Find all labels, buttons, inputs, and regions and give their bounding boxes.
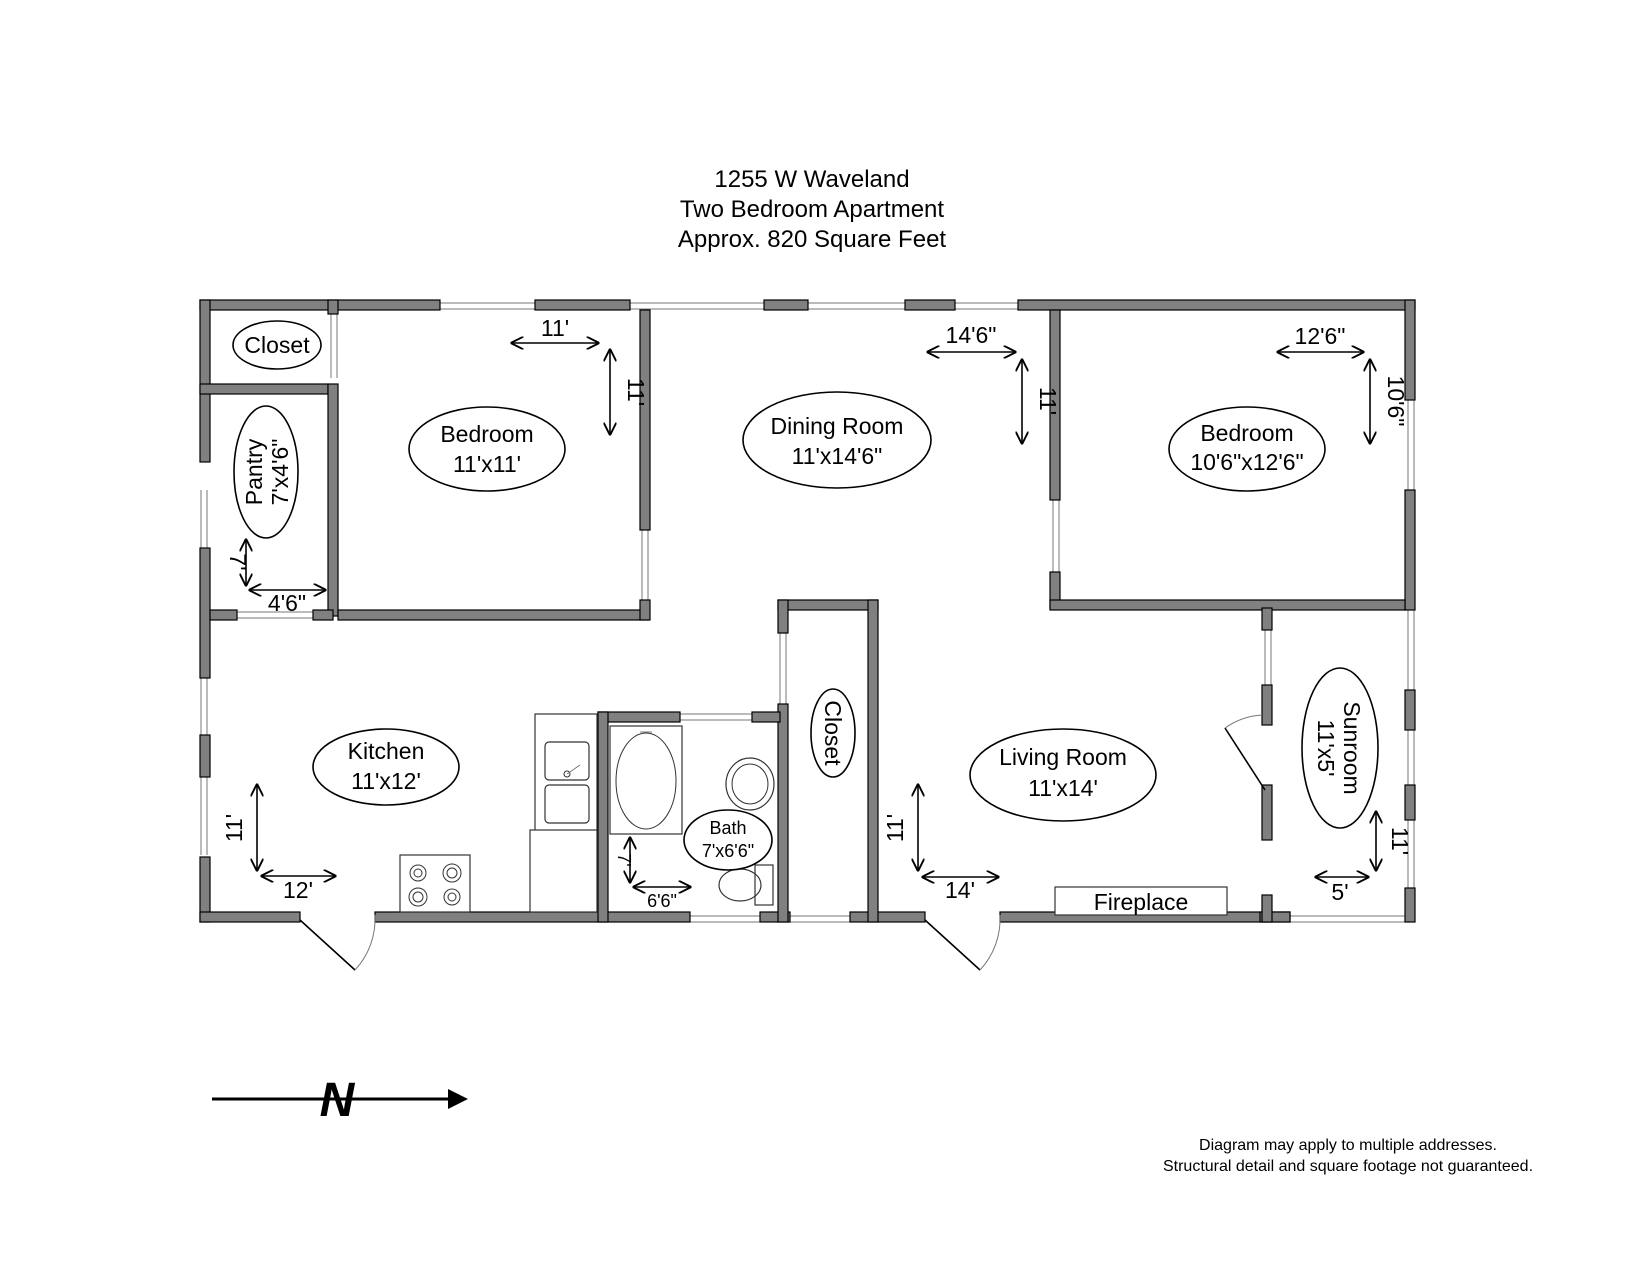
front-door bbox=[299, 914, 376, 971]
plan-header: 1255 W Waveland Two Bedroom Apartment Ap… bbox=[678, 166, 947, 253]
dimension-bedroom-2-height: 10'6" bbox=[1370, 360, 1409, 443]
bedroom-1-label: Bedroom bbox=[440, 421, 533, 447]
dimension-kitchen-width: 12' bbox=[262, 876, 335, 903]
bedroom-1-width-label: 11' bbox=[541, 315, 569, 341]
room-bath: Bath 7'x6'6" bbox=[683, 809, 773, 871]
bedroom-2-label: Bedroom bbox=[1200, 420, 1293, 446]
sink-icon bbox=[725, 757, 775, 811]
bedroom-2-width-label: 12'6" bbox=[1295, 323, 1346, 349]
bath-size: 7'x6'6" bbox=[702, 841, 754, 861]
sunroom-height-label: 11' bbox=[1387, 827, 1413, 855]
walls bbox=[199, 299, 1416, 923]
apartment-type: Two Bedroom Apartment bbox=[680, 196, 944, 223]
room-dining: Dining Room 11'x14'6" bbox=[742, 391, 932, 489]
room-sunroom: Sunroom 11'x5' bbox=[1301, 667, 1379, 829]
dimension-sunroom-height: 11' bbox=[1376, 812, 1413, 870]
sunroom-size: 11'x5' bbox=[1313, 720, 1339, 777]
kitchen-label: Kitchen bbox=[348, 738, 425, 764]
dining-size: 11'x14'6" bbox=[792, 443, 883, 469]
dining-label: Dining Room bbox=[771, 413, 904, 439]
disclaimer: Diagram may apply to multiple addresses.… bbox=[1163, 1137, 1533, 1175]
dimension-bath-width: 6'6" bbox=[634, 887, 690, 911]
kitchen-counter bbox=[529, 713, 598, 913]
kitchen-size: 11'x12' bbox=[351, 768, 421, 794]
dimension-living-height: 11' bbox=[882, 785, 918, 870]
living-room-door bbox=[924, 914, 1001, 971]
room-living: Living Room 11'x14' bbox=[969, 728, 1157, 822]
bedroom-1-size: 11'x11' bbox=[453, 451, 521, 477]
toilet-icon bbox=[718, 864, 774, 906]
north-label: N bbox=[320, 1074, 356, 1127]
kitchen-width-label: 12' bbox=[283, 877, 313, 903]
dimension-dining-height: 11' bbox=[1022, 360, 1061, 443]
living-width-label: 14' bbox=[945, 877, 975, 903]
pantry-height-label: 7' bbox=[225, 553, 251, 570]
dining-width-label: 14'6" bbox=[946, 322, 997, 348]
dimension-pantry-height: 7' bbox=[225, 540, 251, 585]
dimension-sunroom-width: 5' bbox=[1316, 877, 1368, 905]
living-height-label: 11' bbox=[882, 814, 908, 842]
bedroom-2-height-label: 10'6" bbox=[1383, 376, 1409, 427]
bedroom-1-height-label: 11' bbox=[623, 378, 649, 406]
disclaimer-line-2: Structural detail and square footage not… bbox=[1163, 1158, 1533, 1175]
pantry-size: 7'x4'6" bbox=[267, 439, 293, 506]
dimension-bedroom-2-width: 12'6" bbox=[1278, 323, 1363, 352]
living-size: 11'x14' bbox=[1028, 775, 1098, 801]
sunroom-width-label: 5' bbox=[1331, 879, 1348, 905]
dining-height-label: 11' bbox=[1035, 387, 1061, 415]
sunroom-door bbox=[1224, 714, 1266, 791]
living-label: Living Room bbox=[999, 744, 1127, 770]
sunroom-label: Sunroom bbox=[1339, 701, 1365, 794]
doors bbox=[299, 714, 1266, 971]
room-pantry: Pantry 7'x4'6" bbox=[233, 405, 299, 539]
dimension-pantry-width: 4'6" bbox=[250, 590, 325, 616]
bath-height-label: 7' bbox=[614, 853, 634, 866]
closet-center-label: Closet bbox=[820, 700, 846, 766]
room-bedroom-1: Bedroom 11'x11' bbox=[408, 406, 566, 492]
pantry-label: Pantry bbox=[241, 438, 267, 505]
room-closet-center: Closet bbox=[810, 688, 856, 778]
room-bedroom-2: Bedroom 10'6"x12'6" bbox=[1168, 406, 1326, 492]
dimension-dining-width: 14'6" bbox=[928, 322, 1015, 352]
bath-width-label: 6'6" bbox=[647, 891, 677, 911]
room-closet-nw: Closet bbox=[232, 320, 322, 370]
disclaimer-line-1: Diagram may apply to multiple addresses. bbox=[1199, 1137, 1497, 1154]
stove-icon bbox=[399, 854, 471, 913]
address-title: 1255 W Waveland bbox=[714, 166, 909, 193]
square-footage: Approx. 820 Square Feet bbox=[678, 226, 947, 253]
room-kitchen: Kitchen 11'x12' bbox=[312, 728, 460, 806]
fireplace: Fireplace bbox=[1054, 886, 1228, 916]
dimension-bedroom-1-height: 11' bbox=[610, 350, 649, 434]
pantry-width-label: 4'6" bbox=[268, 590, 306, 616]
bedroom-2-size: 10'6"x12'6" bbox=[1190, 449, 1303, 475]
dimension-bath-height: 7' bbox=[614, 838, 634, 882]
dimension-bedroom-1-width: 11' bbox=[512, 315, 598, 343]
bath-label: Bath bbox=[709, 818, 746, 838]
bathtub-icon bbox=[609, 725, 683, 835]
dimension-living-width: 14' bbox=[923, 877, 998, 903]
fireplace-label: Fireplace bbox=[1094, 889, 1189, 915]
dimension-kitchen-height: 11' bbox=[221, 785, 257, 870]
north-arrow-icon: N bbox=[212, 1074, 468, 1127]
closet-nw-label: Closet bbox=[244, 332, 310, 358]
kitchen-height-label: 11' bbox=[221, 814, 247, 842]
